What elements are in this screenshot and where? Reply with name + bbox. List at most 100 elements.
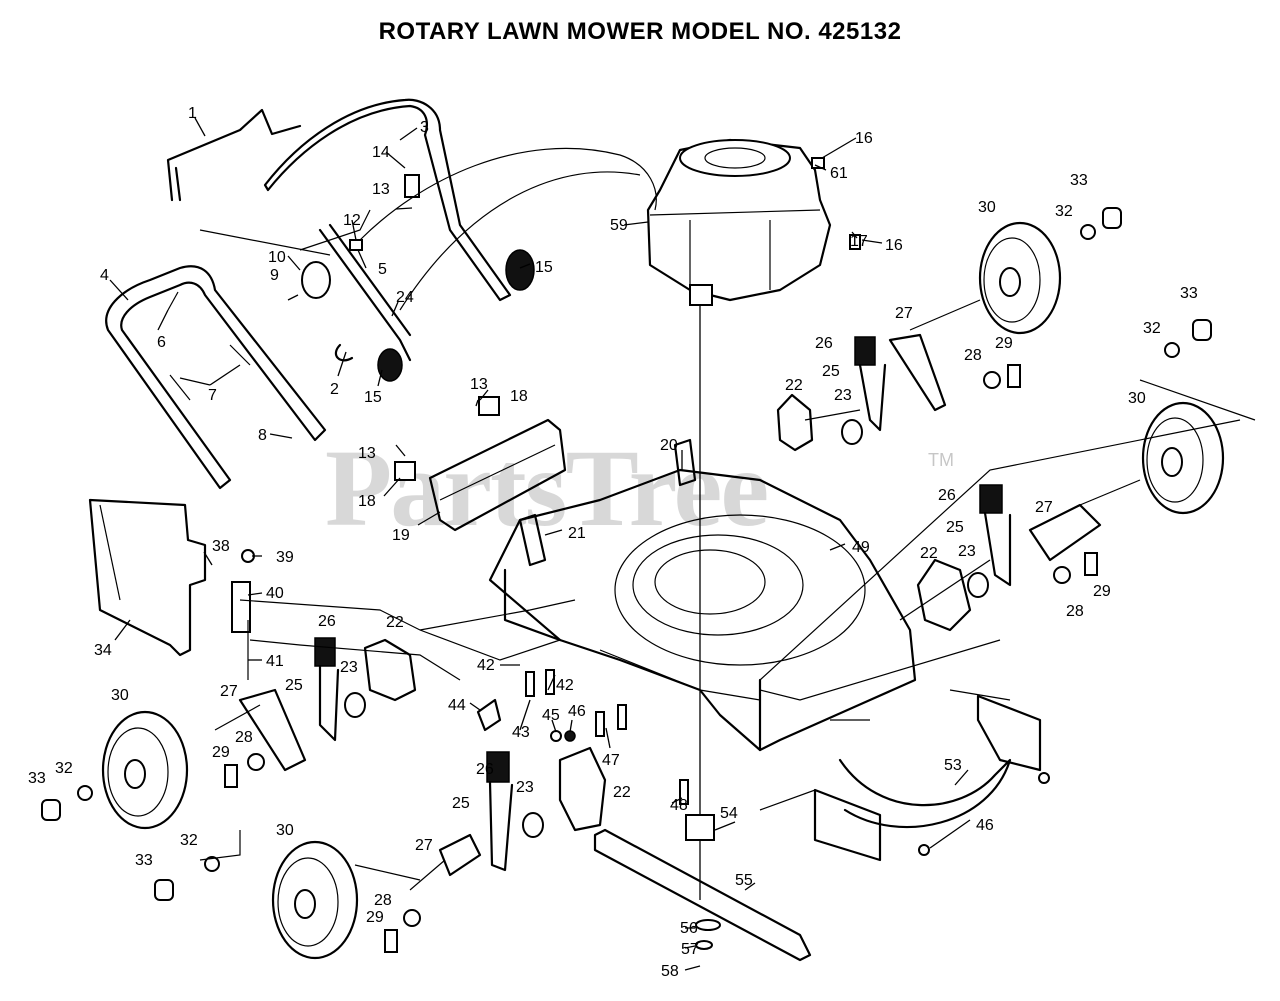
upper-handle-part — [166, 98, 512, 362]
label-part-46-right: 46 — [976, 817, 994, 834]
label-part-25-top: 25 — [822, 363, 840, 380]
label-part-28-top: 28 — [964, 347, 982, 364]
control-cable-2 — [399, 171, 641, 311]
label-part-29-right: 29 — [1093, 583, 1111, 600]
part-labels: 1 3 14 13 12 10 9 5 15 24 4 6 7 2 15 8 1… — [28, 105, 1198, 980]
label-part-12: 12 — [343, 212, 361, 229]
leader-lines — [109, 117, 971, 971]
label-part-27-top: 27 — [895, 305, 913, 322]
wheel-rear-right-bottom — [1141, 401, 1225, 515]
label-part-57: 57 — [681, 941, 699, 958]
label-part-33-bottom: 33 — [135, 852, 153, 869]
label-part-33-right: 33 — [1180, 285, 1198, 302]
label-part-18-top: 18 — [510, 388, 528, 405]
label-part-4: 4 — [100, 267, 109, 284]
grass-bag-frame — [88, 498, 207, 657]
handle-hardware — [301, 174, 535, 382]
label-part-26-right: 26 — [938, 487, 956, 504]
label-part-13-low: 13 — [358, 445, 376, 462]
label-part-53: 53 — [944, 757, 962, 774]
label-part-23-bottom: 23 — [516, 779, 534, 796]
label-part-28-right: 28 — [1066, 603, 1084, 620]
label-part-54: 54 — [720, 805, 738, 822]
label-part-26-bottom: 26 — [476, 761, 494, 778]
label-part-24: 24 — [396, 289, 414, 306]
label-part-7: 7 — [208, 387, 217, 404]
label-part-39: 39 — [276, 549, 294, 566]
label-part-22-top: 22 — [785, 377, 803, 394]
label-part-28-left: 28 — [235, 729, 253, 746]
label-part-55: 55 — [735, 872, 753, 889]
label-part-32-top: 32 — [1055, 203, 1073, 220]
label-part-9: 9 — [270, 267, 279, 284]
label-part-25-left: 25 — [285, 677, 303, 694]
label-part-21: 21 — [568, 525, 586, 542]
assembly-lines — [199, 209, 1256, 881]
label-part-27-left: 27 — [220, 683, 238, 700]
label-part-27-right: 27 — [1035, 499, 1053, 516]
label-part-61: 61 — [830, 165, 848, 182]
label-part-16-top: 16 — [855, 130, 873, 147]
wheel-front-left-bottom — [271, 840, 359, 960]
label-part-17: 17 — [850, 233, 868, 250]
label-part-58: 58 — [661, 963, 679, 980]
label-part-59: 59 — [610, 217, 628, 234]
label-part-49: 49 — [852, 539, 870, 556]
control-cable — [359, 147, 657, 241]
label-part-22-left: 22 — [386, 614, 404, 631]
small-hardware — [224, 157, 1098, 953]
label-part-30-top: 30 — [978, 199, 996, 216]
label-part-22-right: 22 — [920, 545, 938, 562]
label-part-47: 47 — [602, 752, 620, 769]
label-part-15-top: 15 — [535, 259, 553, 276]
wheel-front-left-top — [101, 710, 189, 830]
diagram-title: ROTARY LAWN MOWER MODEL NO. 425132 — [378, 18, 902, 45]
mower-deck — [488, 468, 917, 752]
lower-handle-part — [105, 265, 327, 490]
wheel-rear-right-top — [978, 221, 1062, 335]
label-part-42-left: 42 — [477, 657, 495, 674]
label-part-43: 43 — [512, 724, 530, 741]
label-part-10: 10 — [268, 249, 286, 266]
label-part-48: 48 — [670, 797, 688, 814]
label-part-26-left: 26 — [318, 613, 336, 630]
watermark: PartsTree — [325, 427, 769, 549]
label-part-13-mid: 13 — [470, 376, 488, 393]
label-part-32-left: 32 — [55, 760, 73, 777]
label-part-33-left: 33 — [28, 770, 46, 787]
height-adjusters — [214, 299, 1141, 891]
watermark-trademark: TM — [928, 450, 954, 470]
label-part-30-bottom: 30 — [276, 822, 294, 839]
label-part-30-right: 30 — [1128, 390, 1146, 407]
label-part-56: 56 — [680, 920, 698, 937]
label-part-28-bottom: 28 — [374, 892, 392, 909]
label-part-26-top: 26 — [815, 335, 833, 352]
engine — [646, 138, 832, 306]
label-part-27-bottom: 27 — [415, 837, 433, 854]
label-part-38: 38 — [212, 538, 230, 555]
label-part-5: 5 — [378, 261, 387, 278]
label-part-33-top: 33 — [1070, 172, 1088, 189]
label-part-25-bottom: 25 — [452, 795, 470, 812]
label-part-25-right: 25 — [946, 519, 964, 536]
label-part-29-top: 29 — [995, 335, 1013, 352]
label-part-18-low: 18 — [358, 493, 376, 510]
label-part-15-bottom: 15 — [364, 389, 382, 406]
label-part-2: 2 — [330, 381, 339, 398]
label-part-40: 40 — [266, 585, 284, 602]
label-part-19: 19 — [392, 527, 410, 544]
label-part-13: 13 — [372, 181, 390, 198]
label-part-23-top: 23 — [834, 387, 852, 404]
label-part-14: 14 — [372, 144, 390, 161]
label-part-34: 34 — [94, 642, 112, 659]
label-part-6: 6 — [157, 334, 166, 351]
bracket-20 — [673, 438, 697, 487]
label-part-30-left: 30 — [111, 687, 129, 704]
label-part-29-left: 29 — [212, 744, 230, 761]
label-part-41: 41 — [266, 653, 284, 670]
label-part-32-bottom: 32 — [180, 832, 198, 849]
label-part-22-bottom: 22 — [613, 784, 631, 801]
label-part-23-right: 23 — [958, 543, 976, 560]
label-part-1: 1 — [188, 105, 197, 122]
